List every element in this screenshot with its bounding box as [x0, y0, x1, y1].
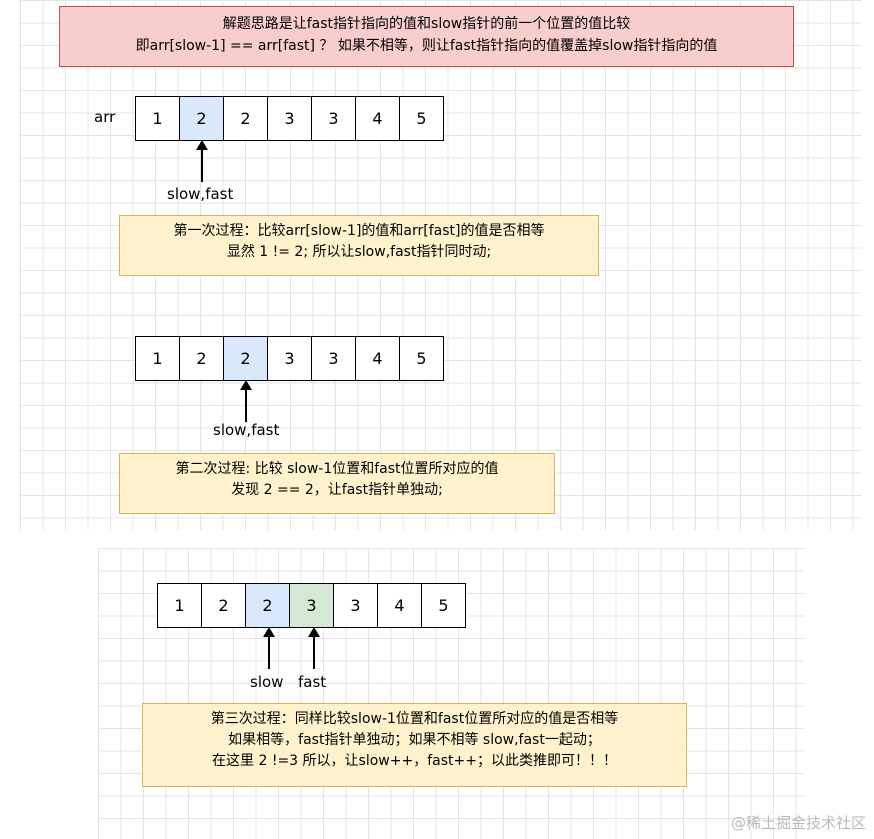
pointer-label-slow: slow — [250, 673, 284, 691]
title-box: 解题思路是让fast指针指向的值和slow指针的前一个位置的值比较 即arr[s… — [59, 6, 794, 67]
array-row-step1: 1 2 2 3 3 4 5 — [135, 96, 444, 141]
array-cell: 5 — [399, 96, 444, 141]
array-cell: 1 — [157, 583, 202, 628]
array-cell-fast: 3 — [289, 583, 334, 628]
array-cell: 3 — [311, 336, 356, 381]
array-cell: 3 — [333, 583, 378, 628]
array-cell: 5 — [421, 583, 466, 628]
array-cell: 2 — [223, 96, 268, 141]
array-cell: 4 — [355, 96, 400, 141]
pointer-arrow-slow-fast — [196, 140, 208, 182]
pointer-label-fast: fast — [298, 673, 327, 691]
step1-note-line-2: 显然 1 != 2; 所以让slow,fast指针同时动; — [226, 244, 492, 260]
array-cell-slow: 2 — [245, 583, 290, 628]
array-cell: 4 — [377, 583, 422, 628]
array-cell: 2 — [179, 336, 224, 381]
title-line-2: 即arr[slow-1] == arr[fast] ？ 如果不相等，则让fast… — [135, 38, 718, 54]
step2-note-line-2: 发现 2 == 2，让fast指针单独动; — [231, 482, 443, 498]
array-cell: 1 — [135, 96, 180, 141]
step3-note-line-2: 如果相等，fast指针单独动；如果不相等 slow,fast一起动； — [228, 732, 601, 748]
array-cell: 3 — [267, 96, 312, 141]
array-cell: 5 — [399, 336, 444, 381]
step1-note: 第一次过程：比较arr[slow-1]的值和arr[fast]的值是否相等 显然… — [119, 215, 599, 276]
step1-note-line-1: 第一次过程：比较arr[slow-1]的值和arr[fast]的值是否相等 — [173, 223, 545, 239]
step3-note-line-1: 第三次过程：同样比较slow-1位置和fast位置所对应的值是否相等 — [210, 711, 619, 727]
pointer-label-slow-fast: slow,fast — [213, 421, 280, 439]
step2-note-line-1: 第二次过程: 比较 slow-1位置和fast位置所对应的值 — [175, 461, 499, 477]
title-line-1: 解题思路是让fast指针指向的值和slow指针的前一个位置的值比较 — [222, 16, 631, 32]
step2-note: 第二次过程: 比较 slow-1位置和fast位置所对应的值 发现 2 == 2… — [119, 453, 555, 514]
array-cell: 3 — [267, 336, 312, 381]
step3-note: 第三次过程：同样比较slow-1位置和fast位置所对应的值是否相等 如果相等，… — [142, 703, 687, 787]
array-label: arr — [94, 108, 116, 126]
array-row-step2: 1 2 2 3 3 4 5 — [135, 336, 444, 381]
pointer-arrow-slow — [263, 627, 275, 669]
pointer-arrow-fast — [308, 627, 320, 669]
array-cell: 1 — [135, 336, 180, 381]
pointer-label-slow-fast: slow,fast — [167, 185, 234, 203]
pointer-arrow-slow-fast — [240, 380, 252, 422]
step3-note-line-3: 在这里 2 !=3 所以，让slow++，fast++；以此类推即可！！！ — [212, 753, 617, 769]
array-cell: 2 — [201, 583, 246, 628]
array-cell: 4 — [355, 336, 400, 381]
array-cell-slow-fast: 2 — [179, 96, 224, 141]
array-row-step3: 1 2 2 3 3 4 5 — [157, 583, 466, 628]
array-cell: 3 — [311, 96, 356, 141]
array-cell-slow-fast: 2 — [223, 336, 268, 381]
watermark: @稀土掘金技术社区 — [730, 814, 866, 832]
